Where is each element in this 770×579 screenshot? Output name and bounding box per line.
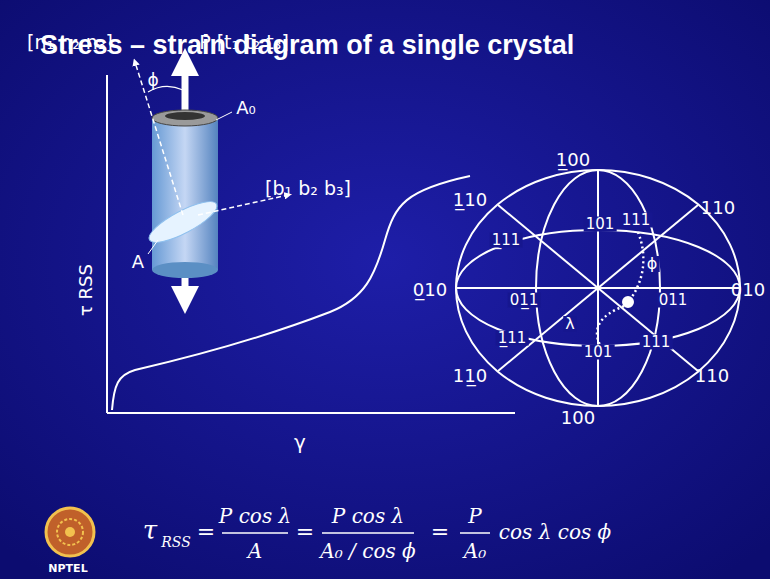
formula-sign: = [296, 521, 314, 543]
pole-label: 0̲10 [413, 281, 447, 299]
direction-label: [n₁ n₂ n₃] [27, 33, 113, 52]
area-label: A₀ [236, 99, 256, 117]
pole-label: 101 [584, 217, 617, 232]
nptel-logo [46, 508, 94, 556]
pole-label: 1̲11 [490, 233, 523, 248]
angle-symbol: ϕ [645, 256, 660, 272]
pole-label: 1̲00 [556, 151, 590, 169]
pole-label: 110 [695, 367, 729, 385]
x-axis [107, 412, 515, 414]
slide-title: Stress – strain diagram of a single crys… [40, 30, 574, 61]
logo-text: NPTEL [48, 563, 87, 574]
formula-term: A₀ [464, 541, 486, 561]
formula-sign: = [197, 521, 215, 543]
angle-symbol: λ [563, 316, 576, 332]
pole-label: 010 [731, 281, 765, 299]
formula-term: A [248, 541, 262, 561]
pole-label: 101 [582, 345, 615, 360]
axis-label: τ RSS [77, 264, 95, 316]
pole-label: 111 [640, 335, 673, 350]
formula-term: P cos λ [332, 506, 404, 526]
pole-label: 01̲1 [508, 293, 541, 308]
formula-subscript: RSS [161, 535, 190, 549]
formula-symbol: τ [143, 517, 157, 543]
axis-label: γ [294, 432, 306, 452]
direction-label: [b₁ b₂ b₃] [265, 179, 351, 198]
pole-label: 111 [620, 213, 653, 228]
pole-label: 1̲10 [453, 191, 487, 209]
pole-label: 11̲0 [453, 367, 487, 385]
fraction-bar [222, 532, 490, 534]
area-label: A [132, 253, 144, 271]
formula-term: P cos λ [219, 506, 291, 526]
pole-label: 100 [561, 409, 595, 427]
stereographic-projection [456, 170, 740, 406]
pole-label: 011 [657, 293, 690, 308]
formula-term: cos λ cos ϕ [499, 522, 611, 542]
pole-label: 110 [701, 199, 735, 217]
formula-term: A₀ / cos ϕ [320, 541, 415, 561]
y-axis [106, 75, 108, 413]
angle-symbol: ϕ [147, 72, 158, 89]
pole-label: 1̲11 [496, 331, 529, 346]
formula-term: P [468, 506, 481, 526]
formula-sign: = [431, 521, 449, 543]
load-label: P [t₁ t₂ t₃] [199, 33, 289, 52]
